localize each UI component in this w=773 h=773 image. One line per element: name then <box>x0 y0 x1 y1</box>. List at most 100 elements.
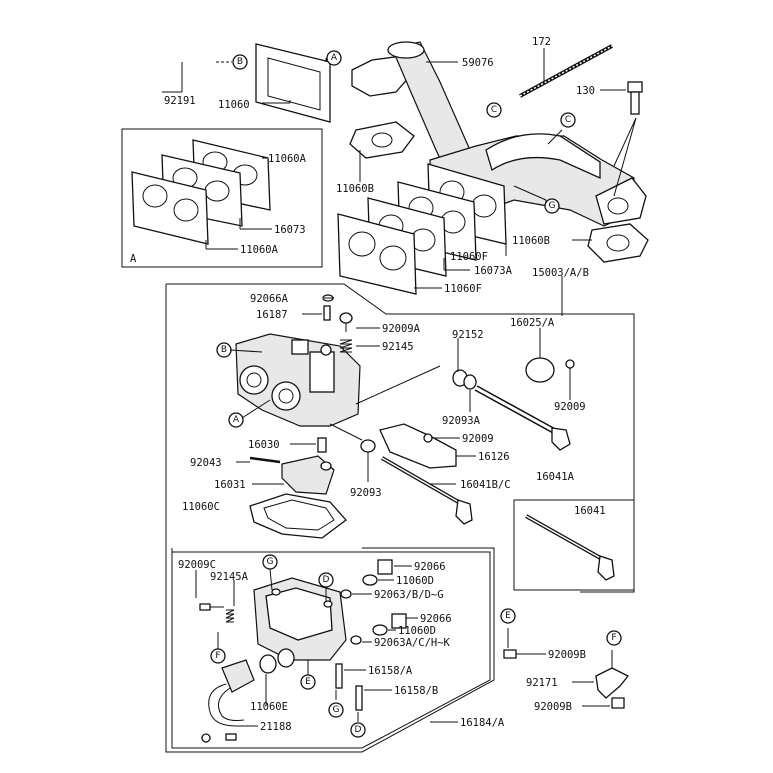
throttle-shaft-16041a <box>474 385 571 451</box>
label-11060b-2: 11060B <box>512 235 550 247</box>
screw-92009a <box>339 312 353 324</box>
label-16184: 16184/A <box>460 717 505 729</box>
svg-text:F: F <box>611 633 616 643</box>
label-92191: 92191 <box>164 95 196 107</box>
label-92009-1: 92009 <box>554 401 586 413</box>
jet-92063bdg <box>340 589 352 599</box>
washer-11060d-2 <box>372 624 388 636</box>
label-11060c: 11060C <box>182 501 220 513</box>
label-92171: 92171 <box>526 677 558 689</box>
callout-d-jet: D <box>350 722 366 738</box>
label-11060f-2: 11060F <box>444 283 482 295</box>
label-11060d-1: 11060D <box>396 575 434 587</box>
shaft-16041bc <box>381 456 473 525</box>
label-16041a: 16041A <box>536 471 575 483</box>
callout-c-stud: C <box>486 102 502 118</box>
callout-g-jet: G <box>328 702 344 718</box>
callout-e-right: E <box>500 608 516 624</box>
label-11060: 11060 <box>218 99 250 111</box>
screw-92009c <box>199 603 211 611</box>
label-16073a: 16073A <box>474 265 513 277</box>
svg-text:C: C <box>491 105 497 115</box>
label-16073: 16073 <box>274 224 306 236</box>
label-92145a: 92145A <box>210 571 249 583</box>
label-92152: 92152 <box>452 329 484 341</box>
gasket-11060 <box>255 43 331 123</box>
plug-92066-2 <box>391 613 407 629</box>
label-92093a: 92093A <box>442 415 481 427</box>
plug-92066-1 <box>377 559 393 575</box>
svg-text:D: D <box>355 725 362 735</box>
svg-text:G: G <box>267 557 274 567</box>
svg-text:B: B <box>237 57 243 67</box>
label-92009-2: 92009 <box>462 433 494 445</box>
label-16041bc: 16041B/C <box>460 479 511 491</box>
jet-16030 <box>317 437 327 453</box>
svg-text:A: A <box>331 53 338 63</box>
inset-box-16041 <box>513 499 635 591</box>
float-bowl-box <box>171 548 491 749</box>
inset-gaskets <box>131 139 271 245</box>
jet-92063achk <box>350 635 362 645</box>
svg-text:A: A <box>233 415 240 425</box>
label-16126: 16126 <box>478 451 510 463</box>
label-92063bdg: 92063/B/D~G <box>374 589 444 601</box>
washer-11060d-1 <box>362 574 378 586</box>
carb-box-top <box>166 283 635 593</box>
screw-92009b-2 <box>611 697 625 709</box>
label-92009b-2: 92009B <box>534 701 572 713</box>
gasket-11060b-lower <box>587 223 649 263</box>
label-92093: 92093 <box>350 487 382 499</box>
callout-g-bowl: G <box>262 554 278 570</box>
gasket-11060b-upper <box>349 121 415 159</box>
throttle-plate-16025 <box>525 357 555 383</box>
label-92009c: 92009C <box>178 559 216 571</box>
label-92066a: 92066A <box>250 293 289 305</box>
svg-text:B: B <box>221 345 227 355</box>
callout-b-hose: B <box>232 54 248 70</box>
label-92145: 92145 <box>382 341 414 353</box>
screw-92009b-1 <box>503 649 517 659</box>
jet-16158b <box>355 685 363 711</box>
jet-16158a <box>335 663 343 689</box>
label-92043: 92043 <box>190 457 222 469</box>
svg-text:E: E <box>505 611 511 621</box>
o-ring-11060e <box>259 654 277 674</box>
label-172: 172 <box>532 36 551 48</box>
callout-e-bowl: E <box>300 674 316 690</box>
svg-text:F: F <box>215 651 220 661</box>
callout-a-carb: A <box>228 412 244 428</box>
bracket-92171 <box>595 667 630 699</box>
spring-92145a <box>225 609 235 623</box>
carburetor-body <box>235 333 361 427</box>
label-11060f-1: 11060F <box>450 251 488 263</box>
plate-16126 <box>379 423 457 469</box>
label-11060a-1: 11060A <box>268 153 307 165</box>
label-11060a-2: 11060A <box>240 244 279 256</box>
callout-g-manifold: G <box>544 198 560 214</box>
label-16158a: 16158/A <box>368 665 413 677</box>
label-92009b-1: 92009B <box>548 649 586 661</box>
label-11060d-2: 11060D <box>398 625 436 637</box>
label-16031: 16031 <box>214 479 246 491</box>
label-16041: 16041 <box>574 505 606 517</box>
svg-text:D: D <box>323 575 330 585</box>
callout-a-gasket: A <box>326 50 342 66</box>
inset-box-a <box>121 128 323 268</box>
callout-f-bowl: F <box>210 648 226 664</box>
callout-d-bowl: D <box>318 572 334 588</box>
callout-c-manifold: C <box>560 112 576 128</box>
label-59076: 59076 <box>462 57 494 69</box>
label-92063achk: 92063A/C/H~K <box>374 637 451 649</box>
label-11060b-1: 11060B <box>336 183 374 195</box>
spring-92145 <box>339 339 353 353</box>
label-92009a: 92009A <box>382 323 421 335</box>
label-16030: 16030 <box>248 439 280 451</box>
label-16158b: 16158/B <box>394 685 438 697</box>
label-130: 130 <box>576 85 595 97</box>
label-16025: 16025/A <box>510 317 555 329</box>
inset-label: A <box>130 253 137 265</box>
label-92066-2: 92066 <box>420 613 452 625</box>
label-92066-1: 92066 <box>414 561 446 573</box>
part-16187 <box>323 305 331 321</box>
